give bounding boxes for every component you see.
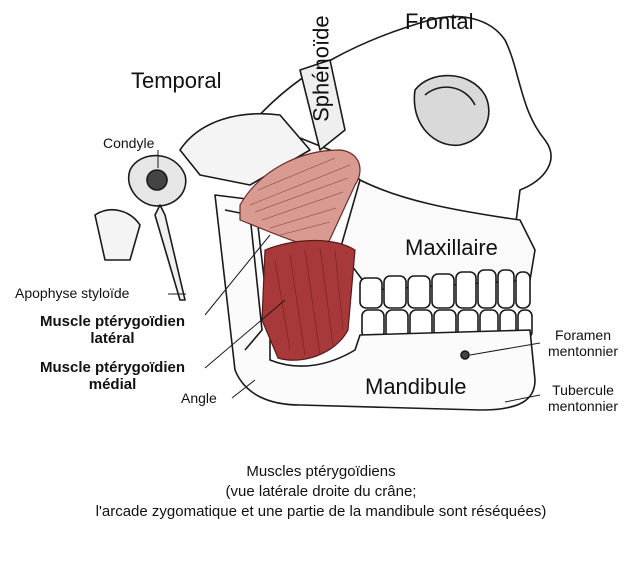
label-mandibule: Mandibule [365, 374, 467, 399]
label-foramen-line1: Foramen [554, 327, 612, 343]
pointer-foramen [469, 342, 541, 356]
label-apophyse-styloide: Apophyse styloïde [15, 285, 130, 301]
mental-foramen [460, 350, 470, 360]
label-muscle-medial-line2: médial [88, 376, 137, 394]
label-temporal: Temporal [131, 68, 222, 93]
label-frontal: Frontal [405, 9, 474, 34]
pointer-medial [204, 299, 286, 369]
label-maxillaire: Maxillaire [405, 235, 498, 260]
upper-teeth [359, 269, 531, 309]
label-foramen: Foramen mentonnier [535, 327, 631, 359]
orbit [413, 74, 490, 146]
figure-caption: Muscles ptérygoïdiens (vue latérale droi… [0, 462, 642, 521]
label-tubercule-line2: mentonnier [547, 398, 619, 415]
mandible [214, 194, 536, 411]
label-foramen-line2: mentonnier [547, 343, 619, 360]
label-muscle-medial: Muscle ptérygoïdien médial [20, 359, 205, 394]
pointer-lateral [204, 234, 271, 316]
label-muscle-lateral: Muscle ptérygoïdien latéral [20, 313, 205, 348]
label-muscle-lateral-line2: latéral [90, 330, 135, 348]
label-condyle: Condyle [103, 135, 155, 151]
label-tubercule: Tubercule mentonnier [533, 382, 633, 414]
label-tubercule-line1: Tubercule [552, 382, 614, 398]
pointer-angle [231, 379, 256, 399]
medial-pterygoid-muscle [261, 240, 356, 361]
lateral-pterygoid-muscle [239, 149, 361, 251]
sphenoid-bone [299, 59, 346, 151]
label-sphenoide: Sphénoïde [308, 15, 334, 122]
label-muscle-lateral-line1: Muscle ptérygoïdien [39, 313, 186, 330]
maxilla [339, 179, 536, 291]
caption-line-3: l'arcade zygomatique et une partie de la… [95, 502, 547, 520]
label-muscle-medial-line1: Muscle ptérygoïdien [39, 359, 186, 376]
caption-line-2: (vue latérale droite du crâne; [225, 482, 417, 500]
caption-line-1: Muscles ptérygoïdiens [246, 463, 396, 480]
label-angle: Angle [181, 390, 217, 406]
pointer-tubercule [504, 394, 541, 403]
styloid-process [154, 204, 186, 301]
